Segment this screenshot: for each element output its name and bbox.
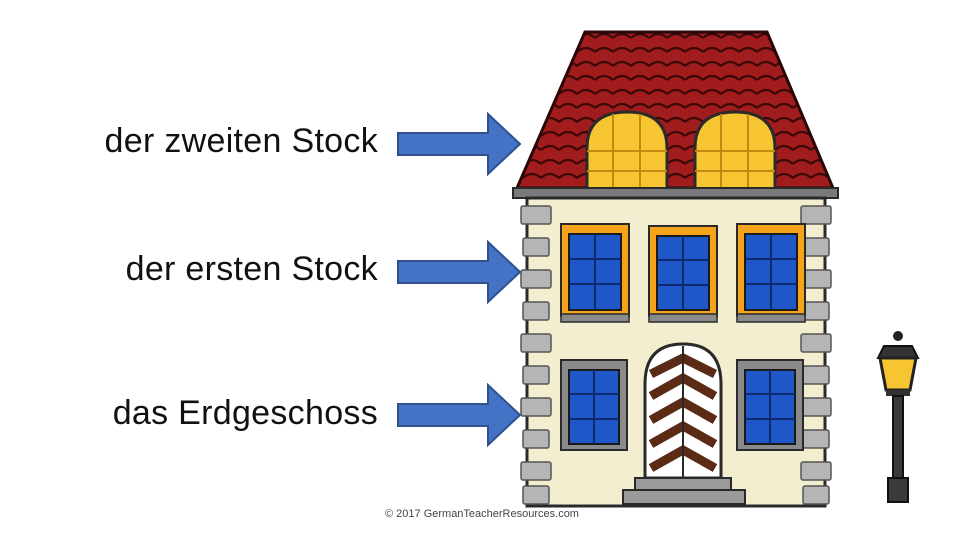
first-floor-windows	[560, 223, 806, 323]
attic-window-left	[585, 110, 669, 192]
front-door	[643, 342, 723, 480]
label-second-floor: der zweiten Stock	[104, 122, 378, 160]
copyright-notice: © 2017 GermanTeacherResources.com	[385, 508, 579, 520]
arrow-right-icon	[397, 240, 522, 304]
attic-window-right	[693, 110, 777, 192]
ground-floor-windows	[560, 359, 804, 451]
house-illustration	[512, 30, 839, 508]
label-first-floor: der ersten Stock	[125, 250, 378, 288]
roof	[514, 30, 836, 190]
street-lamp-icon	[876, 331, 920, 503]
arrow-right-icon	[397, 383, 522, 447]
label-ground-floor: das Erdgeschoss	[112, 394, 378, 432]
arrow-right-icon	[397, 112, 522, 176]
